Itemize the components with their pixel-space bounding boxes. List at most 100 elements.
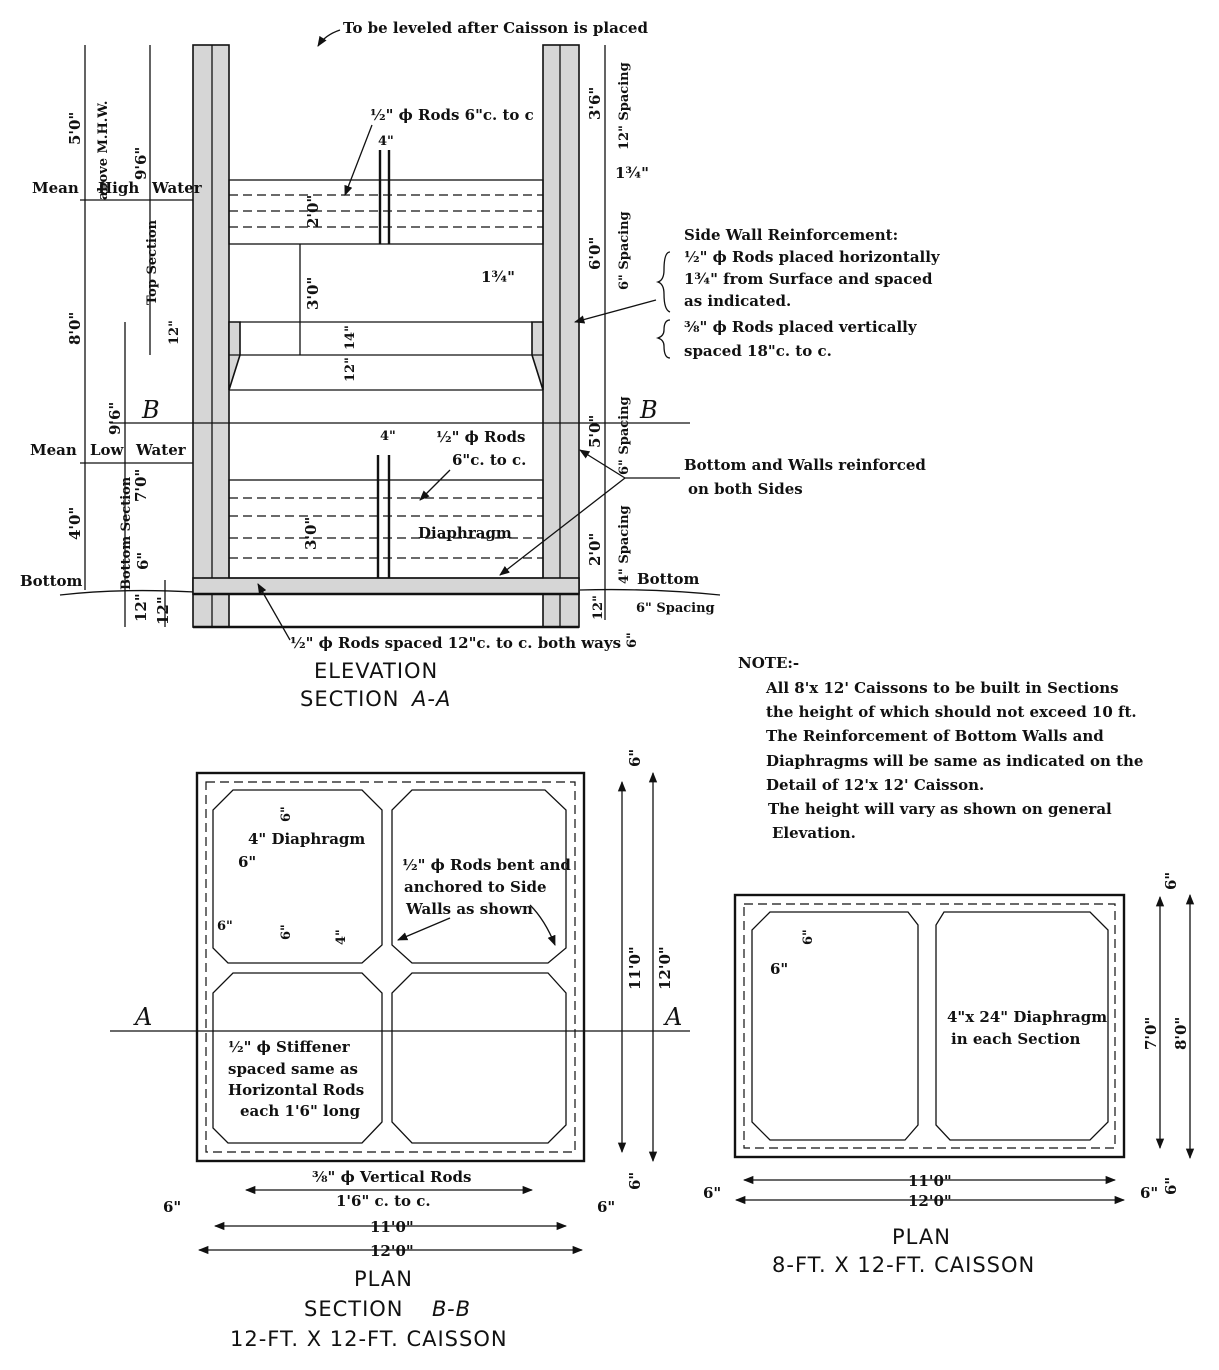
plan12-diaphragm-label: 4" Diaphragm [248, 830, 365, 848]
dim-7-0-left: 7'0" [132, 469, 150, 502]
plan8-dim-6-left-bottom: 6" [703, 1184, 721, 1202]
note-line-3: The Reinforcement of Bottom Walls and [766, 727, 1104, 745]
plan12-subtitle-prefix: SECTION [304, 1297, 404, 1321]
plan12-cell-bottom-right [391, 972, 567, 1144]
side-wall-note-1: Side Wall Reinforcement: [684, 226, 898, 244]
plan8-title: PLAN [892, 1225, 951, 1249]
dim-3-0-bottom: 3'0" [302, 517, 320, 550]
bottom-section-label: Bottom Section [119, 476, 134, 590]
spacing-6-right-c: 6" Spacing [636, 601, 715, 616]
plan12-dim-6-left: 6" [238, 853, 256, 871]
dim-12-left-b: 12" [154, 596, 172, 625]
plan12-section-a-left: A [133, 1003, 152, 1031]
side-wall-note-3: 1¾" from Surface and spaced [684, 270, 933, 288]
bottom-slab [192, 577, 580, 595]
rod-top-label: ½" ϕ Rods 6"c. to c [370, 106, 534, 124]
side-wall-note-5: ⅜" ϕ Rods placed vertically [684, 318, 918, 336]
dim-9-6-top: 9'6" [132, 147, 150, 180]
note-heading: NOTE:- [738, 654, 799, 672]
dim-12-mid: 12" [343, 357, 358, 382]
top-note-leader [317, 29, 341, 47]
elevation-subtitle-section: A-A [410, 687, 451, 711]
dim-12-inner-left: 12" [167, 320, 182, 345]
plan12-vertical-rods-spacing: 1'6" c. to c. [336, 1192, 431, 1210]
note-line-2: the height of which should not exceed 10… [766, 703, 1137, 721]
plan8-dim-11-0: 11'0" [908, 1172, 952, 1190]
plan8-dim-7-0: 7'0" [1142, 1017, 1160, 1050]
dim-5-0-mhw: 5'0" [66, 112, 84, 145]
bottom-rods-label: ½" ϕ Rods spaced 12"c. to c. both ways [290, 634, 621, 652]
section-b-left: B [141, 396, 160, 424]
bottom-walls-leader-2 [499, 477, 626, 576]
plan12-dim-4: 4" [334, 929, 349, 945]
mhw-word-2: High [98, 179, 139, 197]
right-wall [542, 44, 580, 628]
dim-8-0-left: 8'0" [66, 312, 84, 345]
dim-9-6-left: 9'6" [106, 402, 124, 435]
plan12-outer-rods [205, 781, 576, 1153]
bottom-rods-leader [257, 583, 291, 641]
plan-12x12-view: 6" 6" 4" Diaphragm 6" ½" ϕ Rods bent and… [110, 749, 690, 1351]
plan8-outer-rods [743, 903, 1116, 1149]
dim-1-3-4-right: 1¾" [615, 164, 649, 182]
plan8-dim-12-0: 12'0" [908, 1192, 952, 1210]
dim-12-left-a: 12" [132, 593, 150, 622]
right-wall-haunch [531, 321, 544, 391]
plan12-title: PLAN [354, 1267, 413, 1291]
ground-line [59, 588, 721, 596]
plan12-dim-12-0-v: 12'0" [656, 946, 674, 990]
plan-8x12-view: 6" 6" 6" 4"x 24" Diaphragm in each Secti… [703, 872, 1195, 1277]
note-line-4: Diaphragms will be same as indicated on … [766, 752, 1143, 770]
plan12-rods-bent-leader-1 [397, 917, 451, 941]
spacing-12-right: 12" Spacing [617, 62, 632, 150]
left-wall-haunch [228, 321, 241, 391]
bottom-walls-note-2: on both Sides [688, 480, 803, 498]
plan12-dim-6-right-bottom: 6" [597, 1198, 615, 1216]
dim-6-right-bottom: 6" [625, 632, 640, 648]
plan8-dim-6-right-bottom: 6" [1140, 1184, 1158, 1202]
general-note: NOTE:- All 8'x 12' Caissons to be built … [738, 654, 1143, 842]
plan12-section-a-right: A [663, 1003, 682, 1031]
dim-5-0-right: 5'0" [586, 415, 604, 448]
plan12-rods-bent-3: Walls as shown [405, 900, 533, 918]
plan12-outer-wall [195, 771, 586, 1163]
bottom-left-label: Bottom [20, 572, 83, 590]
plan12-dim-12-0-h: 12'0" [370, 1242, 414, 1260]
mlw-word-3: Water [135, 441, 187, 459]
dim-1-3-4-inner: 1¾" [481, 268, 515, 286]
dim-3-0-top: 3'0" [304, 277, 322, 310]
elevation-title: ELEVATION [314, 659, 438, 683]
plan8-diaphragm-2: in each Section [951, 1030, 1080, 1048]
plan8-dim-6-corner: 6" [801, 929, 816, 945]
dim-6-0-right: 6'0" [586, 237, 604, 270]
dim-4-top: 4" [378, 134, 394, 149]
plan12-dim-6-a: 6" [217, 919, 233, 934]
plan12-subtitle-section: B-B [432, 1297, 471, 1321]
side-wall-note-6: spaced 18"c. to c. [684, 342, 832, 360]
plan8-caption: 8-FT. X 12-FT. CAISSON [772, 1253, 1035, 1277]
dim-12-right: 12" [591, 595, 606, 620]
plan12-cell-bottom-left [212, 972, 383, 1144]
plan12-dim-6-left-bottom: 6" [163, 1198, 181, 1216]
mlw-word-2: Low [90, 441, 125, 459]
mhw-word-1: Mean [32, 179, 79, 197]
plan8-dim-6-left: 6" [770, 960, 788, 978]
plan12-stiffener-2: spaced same as [228, 1060, 358, 1078]
plan12-rods-bent-1: ½" ϕ Rods bent and [402, 856, 571, 874]
left-wall [192, 44, 230, 628]
plan8-outer-wall [733, 893, 1126, 1159]
plan8-dim-8-0: 8'0" [1172, 1017, 1190, 1050]
dim-2-0-top: 2'0" [304, 195, 322, 228]
side-wall-brace-2 [655, 319, 671, 359]
plan8-dim-6-top-right: 6" [1162, 872, 1180, 890]
dim-4-bottom: 4" [380, 429, 396, 444]
spacing-4-right: 4" Spacing [617, 505, 632, 584]
dim-14: 14" [343, 325, 358, 350]
section-b-right: B [639, 396, 658, 424]
dim-4-0-left: 4'0" [66, 507, 84, 540]
side-wall-note-4: as indicated. [684, 292, 791, 310]
mlw-word-1: Mean [30, 441, 77, 459]
elevation-subtitle-prefix: SECTION [300, 687, 400, 711]
bottom-walls-note-1: Bottom and Walls reinforced [684, 456, 926, 474]
